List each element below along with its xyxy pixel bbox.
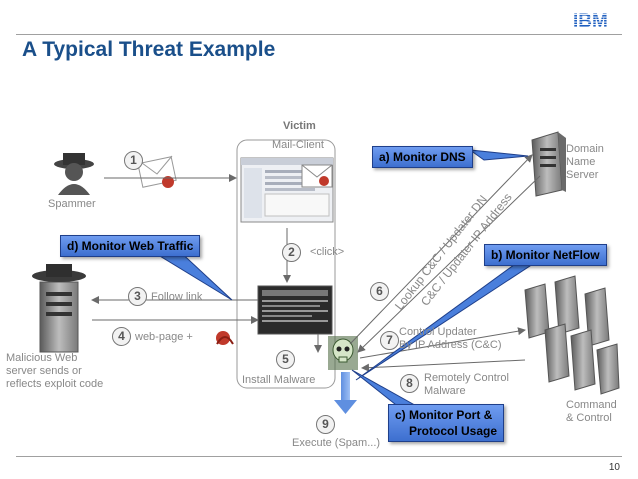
arrow-ip-address — [357, 175, 541, 353]
step-8-label: Remotely Control Malware — [424, 372, 509, 398]
malicious-web-server-label-line: reflects exploit code — [6, 378, 104, 390]
command-control-label-line: Command — [566, 399, 617, 411]
step-4-label: web-page + — [135, 331, 193, 343]
step-1-badge: 1 — [124, 151, 143, 170]
arrow-step-7 — [359, 327, 526, 359]
dns-label-line: Domain — [566, 143, 604, 155]
victim-label: Victim — [283, 120, 316, 132]
callout-monitor-port-line: c) Monitor Port & — [395, 408, 493, 422]
command-control-label-line: & Control — [566, 412, 612, 424]
header-divider — [16, 34, 622, 35]
execute-arrow — [334, 372, 357, 414]
malicious-web-server-icon — [32, 264, 86, 353]
step-6-badge: 6 — [370, 282, 389, 301]
step-3-badge: 3 — [128, 287, 147, 306]
malware-page-window — [257, 285, 333, 335]
dns-label-line: Server — [566, 169, 599, 181]
domain-name-server-icon — [531, 131, 566, 197]
step-3-label: Follow link — [151, 291, 203, 303]
step-9-label: Execute (Spam...) — [292, 437, 381, 449]
dns-label: Domain Name Server — [566, 143, 604, 182]
step-7-label-line: By IP Address (C&C) — [399, 339, 502, 351]
step-9-badge: 9 — [316, 415, 335, 434]
ibm-logo: IBM — [572, 10, 618, 32]
malicious-web-server-label-line: Malicious Web — [6, 352, 78, 364]
victim-box — [236, 139, 336, 389]
step-5-badge: 5 — [276, 350, 295, 369]
page-number: 10 — [608, 462, 620, 473]
step-8-label-line: Remotely Control — [424, 372, 509, 384]
callout-monitor-dns: a) Monitor DNS — [372, 146, 473, 168]
spam-envelope-icon — [137, 155, 177, 188]
command-control-servers-icon — [524, 275, 620, 395]
step-4-badge: 4 — [112, 327, 131, 346]
slide-title: A Typical Threat Example — [22, 38, 276, 61]
mail-client-label: Mail-Client — [272, 139, 324, 151]
spammer-icon — [54, 153, 94, 195]
mail-client-envelope-icon — [301, 164, 333, 188]
command-control-label: Command & Control — [566, 399, 617, 425]
step-7-label: Control Updater By IP Address (C&C) — [399, 326, 502, 352]
spammer-label: Spammer — [48, 198, 96, 210]
step-8-badge: 8 — [400, 374, 419, 393]
step-2-badge: 2 — [282, 243, 301, 262]
arrow-lookup — [349, 154, 533, 345]
arrow-step-8 — [361, 359, 526, 372]
step-8-label-line: Malware — [424, 385, 466, 397]
mail-client-window — [240, 157, 334, 223]
footer-divider — [16, 456, 622, 457]
exploit-icon — [216, 331, 234, 345]
callout-monitor-port: c) Monitor Port & Protocol Usage — [388, 404, 505, 442]
skull-icon — [328, 336, 358, 370]
callout-monitor-netflow: b) Monitor NetFlow — [484, 244, 607, 266]
step-7-badge: 7 — [380, 331, 399, 350]
step-2-label: <click> — [310, 246, 345, 258]
dns-label-line: Name — [566, 156, 596, 168]
malicious-web-server-label: Malicious Web server sends or reflects e… — [6, 352, 103, 391]
callout-monitor-web-traffic: d) Monitor Web Traffic — [60, 235, 201, 257]
callout-a-pointer — [468, 149, 529, 161]
malicious-web-server-label-line: server sends or — [6, 365, 82, 377]
step-7-label-line: Control Updater — [399, 326, 477, 338]
ibm-logo-text: IBM — [573, 11, 608, 30]
step-5-label: Install Malware — [242, 374, 316, 386]
callout-monitor-port-line: Protocol Usage — [409, 424, 498, 438]
